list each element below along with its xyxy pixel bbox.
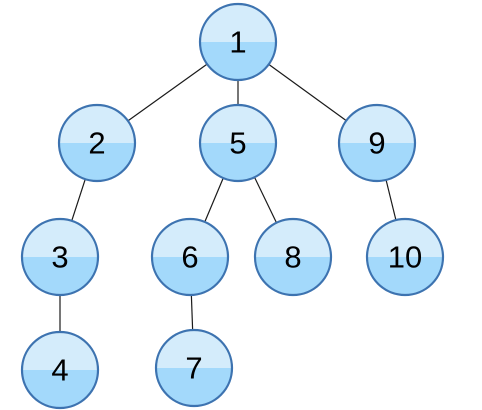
tree-node-7: 7 bbox=[154, 328, 234, 408]
tree-node-3: 3 bbox=[20, 217, 100, 297]
tree-node-9: 9 bbox=[337, 103, 417, 183]
edge-6-7 bbox=[190, 294, 194, 331]
node-label: 5 bbox=[229, 126, 246, 161]
edge-9-10 bbox=[385, 179, 397, 221]
edge-2-3 bbox=[71, 178, 86, 222]
edge-5-8 bbox=[253, 176, 278, 224]
edge-1-2 bbox=[127, 63, 208, 122]
node-label: 1 bbox=[229, 25, 246, 60]
tree-node-10: 10 bbox=[365, 217, 445, 297]
tree-node-4: 4 bbox=[20, 330, 100, 410]
node-circle bbox=[20, 330, 100, 410]
node-circle bbox=[365, 217, 445, 297]
node-circle bbox=[154, 328, 234, 408]
node-circle bbox=[20, 217, 100, 297]
node-circle bbox=[337, 103, 417, 183]
tree-node-2: 2 bbox=[57, 103, 137, 183]
node-label: 8 bbox=[284, 240, 301, 275]
tree-node-8: 8 bbox=[253, 217, 333, 297]
nodes: 1 2 5 9 3 6 8 10 4 7 bbox=[20, 2, 445, 410]
node-circle bbox=[198, 103, 278, 183]
tree-node-5: 5 bbox=[198, 103, 278, 183]
tree-node-6: 6 bbox=[150, 217, 230, 297]
node-label: 9 bbox=[368, 126, 385, 161]
edges bbox=[59, 63, 397, 332]
tree-node-1: 1 bbox=[198, 2, 278, 82]
node-circle bbox=[198, 2, 278, 82]
node-label: 2 bbox=[88, 126, 105, 161]
node-circle bbox=[150, 217, 230, 297]
edge-5-6 bbox=[204, 177, 224, 223]
node-circle bbox=[57, 103, 137, 183]
node-label: 3 bbox=[51, 240, 68, 275]
node-label: 7 bbox=[185, 351, 202, 386]
edge-1-9 bbox=[268, 63, 347, 122]
node-circle bbox=[253, 217, 333, 297]
node-label: 4 bbox=[51, 353, 68, 388]
node-label: 6 bbox=[181, 240, 198, 275]
node-label: 10 bbox=[388, 240, 422, 275]
